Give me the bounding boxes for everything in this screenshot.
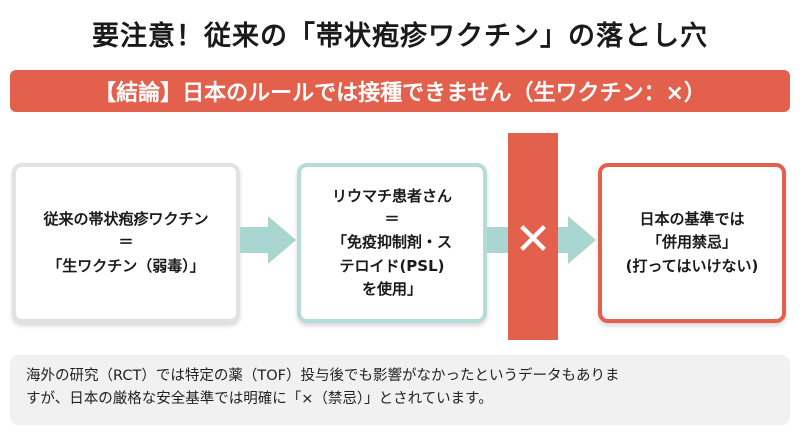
live-vaccine-box: 従来の帯状疱疹ワクチン ＝ 「生ワクチン（弱毒）」 — [12, 163, 240, 323]
block-bar — [508, 133, 558, 340]
conclusion-banner: 【結論】日本のルールでは接種できません（生ワクチン：×） — [10, 70, 790, 112]
cross-icon: ✕ — [514, 214, 552, 265]
note-line: すが、日本の厳格な安全基準では明確に「×（禁忌）」とされています。 — [26, 391, 493, 408]
note-line: 海外の研究（RCT）では特定の薬（TOF）投与後でも影響がなかったというデータも… — [26, 368, 620, 384]
arrow-right-icon — [268, 216, 296, 264]
box-line: ＝ — [118, 233, 134, 252]
box-line: ＝ — [384, 210, 400, 229]
box-line: リウマチ患者さん — [331, 186, 452, 205]
page-title: 要注意！従来の「帯状疱疹ワクチン」の落とし穴 — [92, 21, 708, 52]
box-line: を使用」 — [361, 279, 422, 298]
arrow-shaft — [240, 227, 270, 253]
note-box: 海外の研究（RCT）では特定の薬（TOF）投与後でも影響がなかったというデータも… — [10, 355, 790, 425]
contraindication-box: 日本の基準では 「併用禁忌」 (打ってはいけない) — [598, 163, 786, 323]
box-line: テロイド(PSL) — [339, 256, 445, 275]
arrow-right-icon — [568, 216, 596, 264]
box-line: 「生ワクチン（弱毒）」 — [47, 256, 205, 275]
rheumatism-patient-box: リウマチ患者さん ＝ 「免疫抑制剤・ス テロイド(PSL) を使用」 — [297, 163, 487, 323]
box-line: 「併用禁忌」 — [646, 233, 737, 252]
box-line: (打ってはいけない) — [625, 256, 759, 275]
box-line: 従来の帯状疱疹ワクチン — [43, 210, 209, 229]
box-line: 「免疫抑制剤・ス — [331, 233, 452, 252]
box-line: 日本の基準では — [639, 210, 745, 229]
